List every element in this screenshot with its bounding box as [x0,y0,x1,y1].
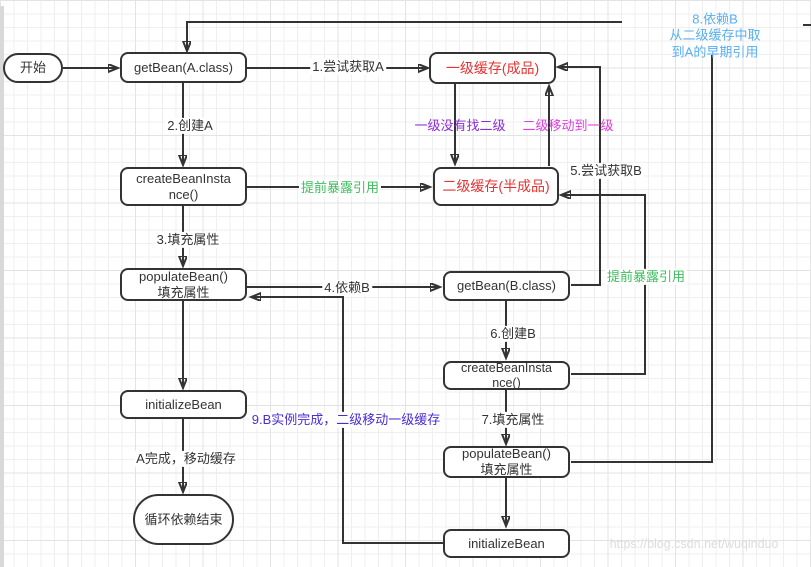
label-step8-depends-b-early-ref: 8.依赖B 从二级缓存中取到A的早期引用 [669,11,761,60]
node-populate-bean-b: populateBean() 填充属性 [443,446,570,478]
label-step9-b-done-move-cache: 9.B实例完成，二级移动一级缓存 [249,411,443,429]
node-initialize-bean-a: initializeBean [120,390,247,419]
node-getbean-b: getBean(B.class) [443,271,570,301]
label-l2-move-to-l1: 二级移动到一级 [522,117,614,133]
label-a-done-move-cache: A完成，移动缓存 [134,450,238,468]
node-cache-level1: 一级缓存(成品) [429,52,556,84]
edge-top-return-into-getbean-a [187,21,622,51]
node-create-bean-instance-a: createBeanInsta nce() [120,167,247,206]
label-step3-populate: 3.填充属性 [154,231,222,249]
node-end: 循环依赖结束 [133,494,234,545]
label-step5-try-get-b: 5.尝试获取B [568,162,644,180]
label-step2-create-a: 2.创建A [165,117,215,135]
node-cache-level2: 二级缓存(半成品) [433,167,559,206]
label-step1-try-get-a: 1.尝试获取A [310,58,386,76]
label-early-expose-ref-b: 提前暴露引用 [604,268,688,286]
label-early-expose-ref-a: 提前暴露引用 [298,179,382,197]
watermark-url: https://blog.csdn.net/wuqinduo [609,537,779,552]
edge-populate-b-up-right [571,55,713,463]
label-l1-miss-check-l2: 一级没有找二级 [414,117,506,133]
node-getbean-a: getBean(A.class) [120,52,247,83]
node-start: 开始 [3,53,63,83]
label-step4-depends-b: 4.依赖B [322,279,372,297]
node-populate-bean-a: populateBean() 填充属性 [120,268,247,301]
canvas-edge-strip [0,6,4,567]
node-create-bean-instance-b: createBeanInsta nce() [443,361,570,390]
node-initialize-bean-b: initializeBean [443,529,570,558]
label-step6-create-b: 6.创建B [488,325,538,343]
label-step7-populate: 7.填充属性 [479,411,547,429]
